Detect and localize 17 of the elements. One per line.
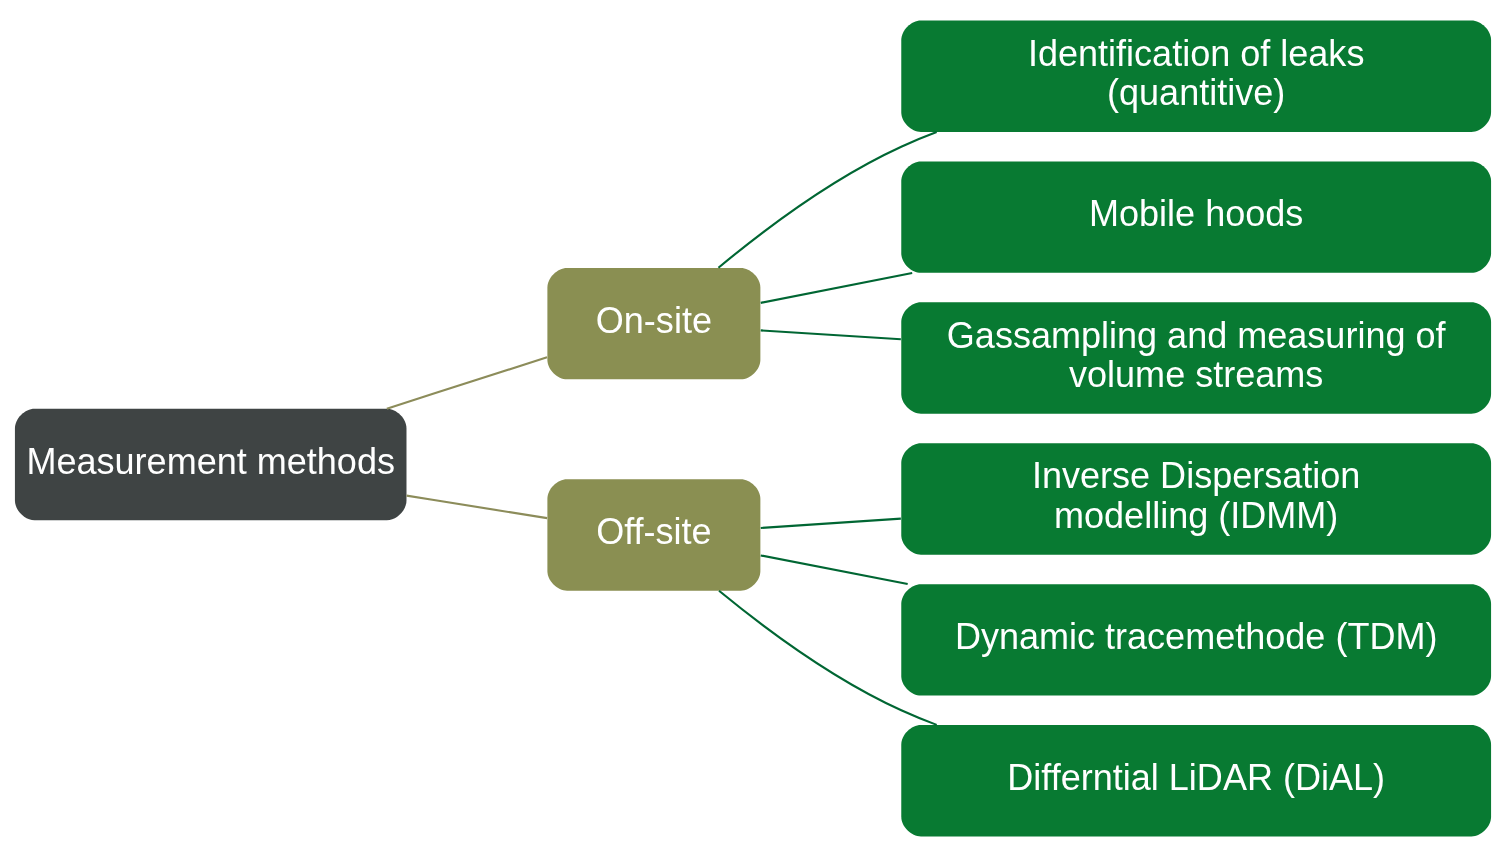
node-box: Differntial LiDAR (DiAL) [901, 724, 1492, 836]
node-box: On-site [547, 267, 761, 379]
connector [760, 553, 908, 585]
node-box: Measurement methods [14, 408, 407, 520]
connector [718, 589, 938, 726]
connector [760, 328, 901, 340]
node-box: Dynamic tracemethode (TDM) [901, 583, 1492, 696]
node-box: Gassampling and measuring of volume streams [901, 301, 1492, 414]
connector [406, 494, 548, 519]
connector [760, 517, 901, 529]
connector [760, 271, 913, 304]
node-box: Identification of leaks (quantitive) [901, 20, 1492, 132]
node-box: Off-site [547, 478, 761, 591]
node-box: Mobile hoods [901, 160, 1492, 273]
connector [386, 355, 548, 410]
connector [717, 130, 938, 269]
node-box: Inverse Dispersation modelling (IDMM) [901, 442, 1492, 555]
